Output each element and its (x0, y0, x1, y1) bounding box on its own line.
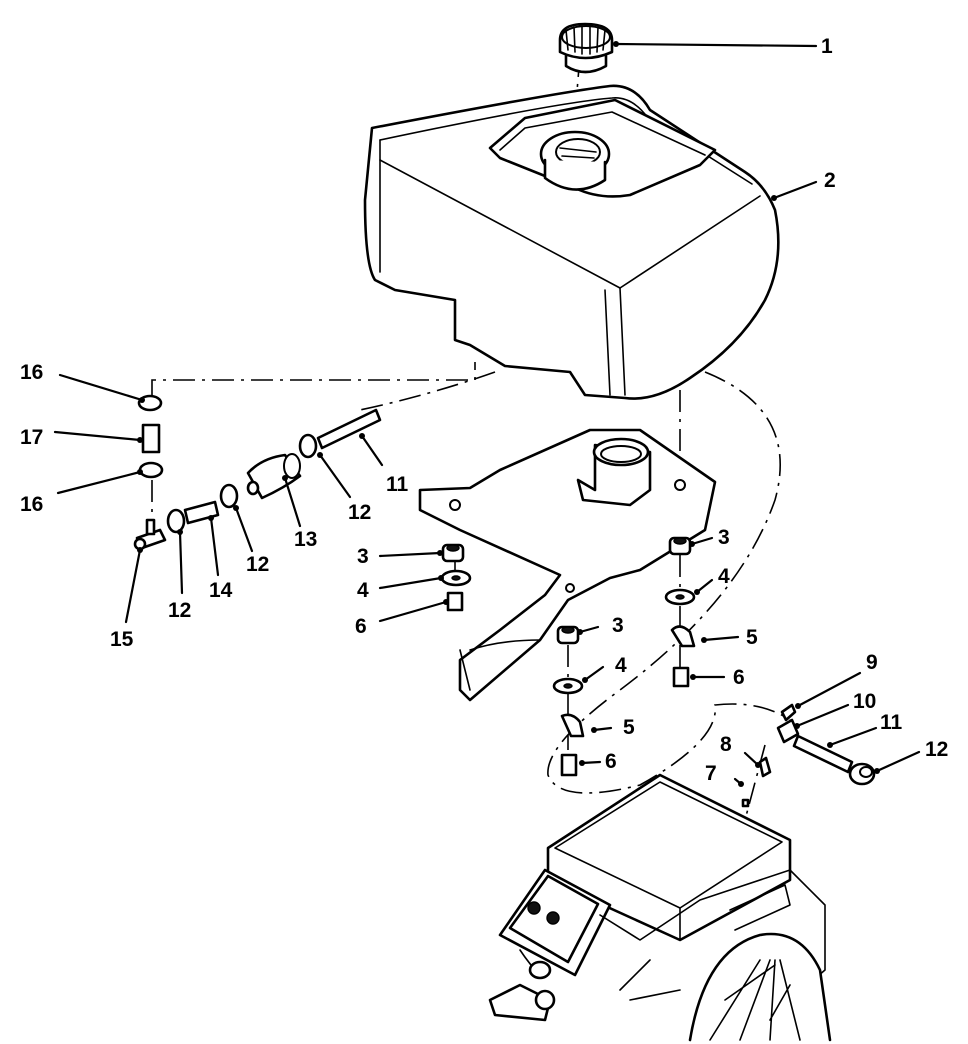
callout-8: 8 (720, 733, 732, 756)
callout-12: 12 (348, 501, 371, 524)
hardware-center (552, 625, 585, 777)
engine-assembly (488, 773, 832, 1042)
callout-3: 3 (357, 545, 369, 568)
callout-2: 2 (824, 169, 836, 192)
callout-3: 3 (612, 614, 624, 637)
callout-11: 11 (386, 473, 409, 496)
callout-9: 9 (866, 651, 878, 674)
fuel-cap (558, 22, 614, 74)
callout-12: 12 (246, 553, 269, 576)
callout-12: 12 (168, 599, 191, 622)
fuel-tank (363, 84, 780, 400)
callout-4: 4 (615, 654, 627, 677)
callout-16: 16 (20, 493, 43, 516)
callout-4: 4 (718, 565, 730, 588)
callout-5: 5 (623, 716, 635, 739)
callout-17: 17 (20, 426, 43, 449)
callout-4: 4 (357, 579, 369, 602)
callout-7: 7 (705, 762, 717, 785)
leader-lines (53, 41, 921, 787)
callout-3: 3 (718, 526, 730, 549)
callout-labels: 1 2 3 3 3 4 4 4 5 5 6 6 6 7 8 9 10 11 11… (20, 35, 948, 785)
callout-6: 6 (355, 615, 367, 638)
callout-5: 5 (746, 626, 758, 649)
callout-11: 11 (880, 711, 903, 734)
hardware-right (664, 536, 696, 688)
callout-6: 6 (733, 666, 745, 689)
callout-13: 13 (294, 528, 317, 551)
assembly-lines (151, 54, 791, 821)
mounting-plate (418, 428, 717, 702)
fuel-line-right (741, 703, 876, 808)
callout-16: 16 (20, 361, 43, 384)
callout-15: 15 (110, 628, 134, 651)
callout-14: 14 (209, 579, 233, 602)
callout-6: 6 (605, 750, 617, 773)
hardware-left (440, 543, 472, 612)
callout-10: 10 (853, 690, 876, 713)
callout-12: 12 (925, 738, 948, 761)
callout-1: 1 (821, 35, 833, 58)
fuel-line-left (133, 394, 382, 551)
